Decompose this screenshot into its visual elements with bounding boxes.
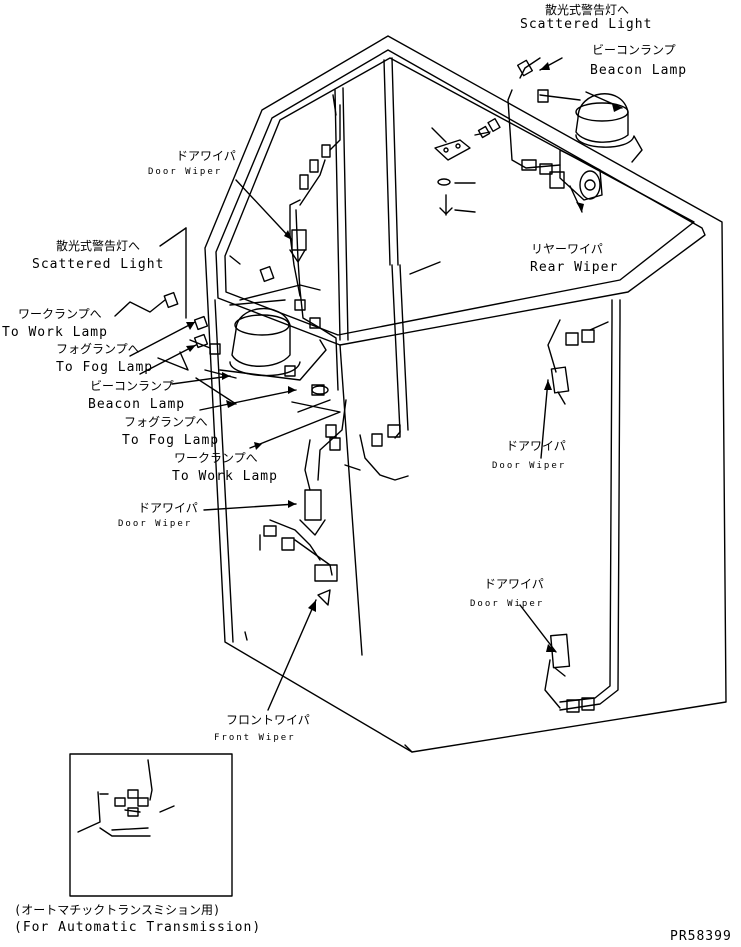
door-wiper-lower-right-jp: ドアワイパ xyxy=(484,577,544,591)
front-wiper-en: Front Wiper xyxy=(214,733,296,743)
connectors xyxy=(163,59,595,713)
fog-lamp-lower-jp: フォグランプへ xyxy=(124,415,208,429)
scattered-light-left-en: Scattered Light xyxy=(32,257,165,272)
door-wiper-left-en: Door Wiper xyxy=(118,519,193,529)
door-wiper-right-en: Door Wiper xyxy=(492,461,567,471)
front-wiper-jp: フロントワイパ xyxy=(226,713,310,727)
cab-outline xyxy=(204,35,727,753)
inset-automatic-transmission xyxy=(69,753,233,897)
door-wiper-left-jp: ドアワイパ xyxy=(138,501,198,515)
work-lamp-upper-en: To Work Lamp xyxy=(2,325,108,340)
bracket-parts xyxy=(431,117,501,216)
automatic-transmission-en: (For Automatic Transmission) xyxy=(14,920,262,935)
arrowheads xyxy=(186,62,622,652)
right-beacon-lamp xyxy=(575,93,643,163)
fog-lamp-upper-en: To Fog Lamp xyxy=(56,360,154,375)
rear-wiper-motor xyxy=(521,149,603,201)
work-lamp-upper-jp: ワークランプへ xyxy=(18,307,102,321)
wire-harness xyxy=(229,57,621,711)
fog-lamp-upper-jp: フォグランプへ xyxy=(56,342,140,356)
roof-pillars xyxy=(332,57,409,439)
scattered-light-left-jp: 散光式警告灯へ xyxy=(56,239,141,253)
scattered-light-top-en: Scattered Light xyxy=(520,17,653,32)
beacon-lamp-top-jp: ビーコンランプ xyxy=(592,43,676,57)
work-lamp-lower-jp: ワークランプへ xyxy=(174,451,258,465)
work-lamp-lower-en: To Work Lamp xyxy=(172,469,278,484)
beacon-lamp-left-en: Beacon Lamp xyxy=(88,397,186,412)
scattered-light-top-jp: 散光式警告灯へ xyxy=(545,3,630,17)
beacon-lamp-top-en: Beacon Lamp xyxy=(590,63,688,78)
door-wiper-upper-left-en: Door Wiper xyxy=(148,167,223,177)
beacon-lamp-left-jp: ビーコンランプ xyxy=(90,379,174,393)
rear-wiper-jp: リヤーワイパ xyxy=(531,242,603,256)
leader-lines xyxy=(114,57,623,711)
rear-wiper-en: Rear Wiper xyxy=(530,260,619,275)
door-wiper-upper-left-jp: ドアワイパ xyxy=(176,149,236,163)
fog-lamp-lower-en: To Fog Lamp xyxy=(122,433,220,448)
automatic-transmission-jp: (オートマチックトランスミション用) xyxy=(14,903,221,917)
drawing-reference-number: PR58399 xyxy=(670,929,732,944)
door-wiper-lower-right-en: Door Wiper xyxy=(470,599,545,609)
door-wiper-motors xyxy=(289,229,571,677)
door-wiper-right-jp: ドアワイパ xyxy=(506,439,566,453)
